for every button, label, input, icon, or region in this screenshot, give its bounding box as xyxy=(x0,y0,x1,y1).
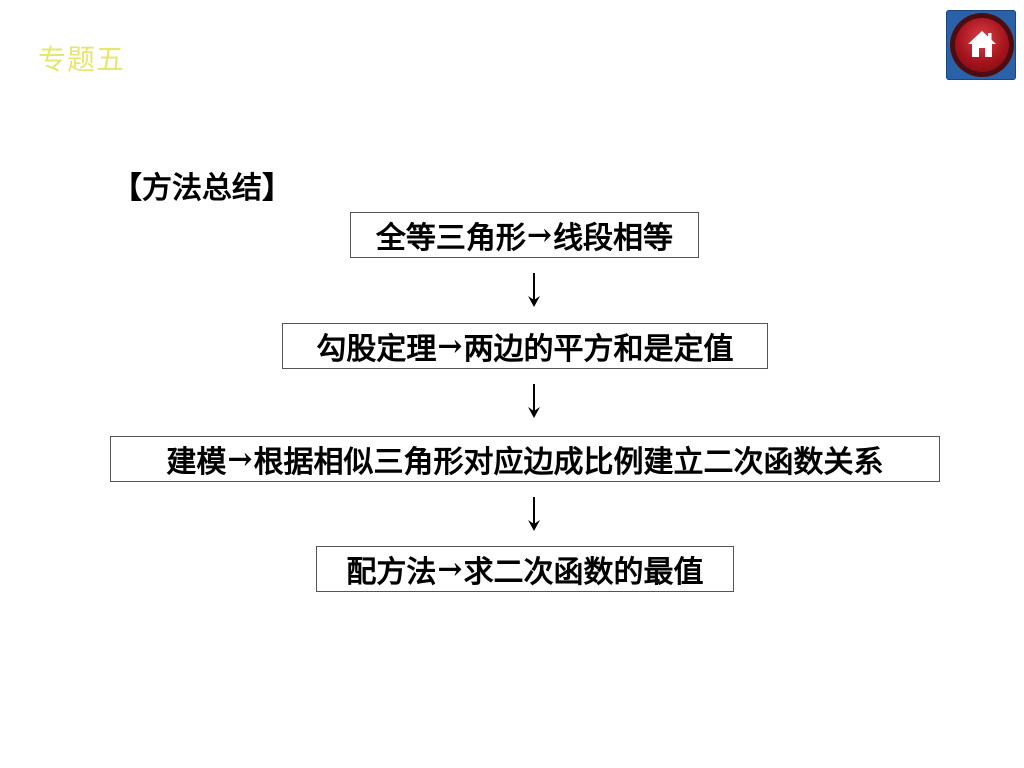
flow-step-2: 勾股定理→两边的平方和是定值 xyxy=(282,323,768,369)
home-icon xyxy=(968,31,996,57)
flow-right-arrow-icon: → xyxy=(526,217,553,253)
flow-step-4: 配方法→求二次函数的最值 xyxy=(316,546,734,592)
section-title: 【方法总结】 xyxy=(112,171,292,206)
flow-right-arrow-icon: → xyxy=(227,441,253,477)
flow-step-2-result: 两边的平方和是定值 xyxy=(463,332,734,367)
down-arrow-icon xyxy=(528,497,540,531)
flow-step-1-result: 线段相等 xyxy=(553,221,674,256)
flow-step-2-method: 勾股定理 xyxy=(316,332,437,367)
flow-step-4-result: 求二次函数的最值 xyxy=(463,555,704,590)
home-button-ring xyxy=(950,13,1014,77)
flow-step-3: 建模→根据相似三角形对应边成比例建立二次函数关系 xyxy=(110,436,940,482)
flow-step-3-result: 根据相似三角形对应边成比例建立二次函数关系 xyxy=(253,445,884,480)
home-button-disc xyxy=(955,18,1009,72)
home-button[interactable] xyxy=(946,10,1016,80)
flow-step-3-method: 建模 xyxy=(166,445,227,480)
down-arrow-icon xyxy=(528,273,540,307)
topic-label: 专题五 xyxy=(38,43,126,76)
flow-right-arrow-icon: → xyxy=(437,328,463,364)
flow-step-1-method: 全等三角形 xyxy=(375,221,526,256)
flow-step-4-method: 配方法 xyxy=(346,555,437,590)
flow-right-arrow-icon: → xyxy=(437,551,463,587)
flow-step-1: 全等三角形→线段相等 xyxy=(350,212,699,258)
down-arrow-icon xyxy=(528,384,540,418)
